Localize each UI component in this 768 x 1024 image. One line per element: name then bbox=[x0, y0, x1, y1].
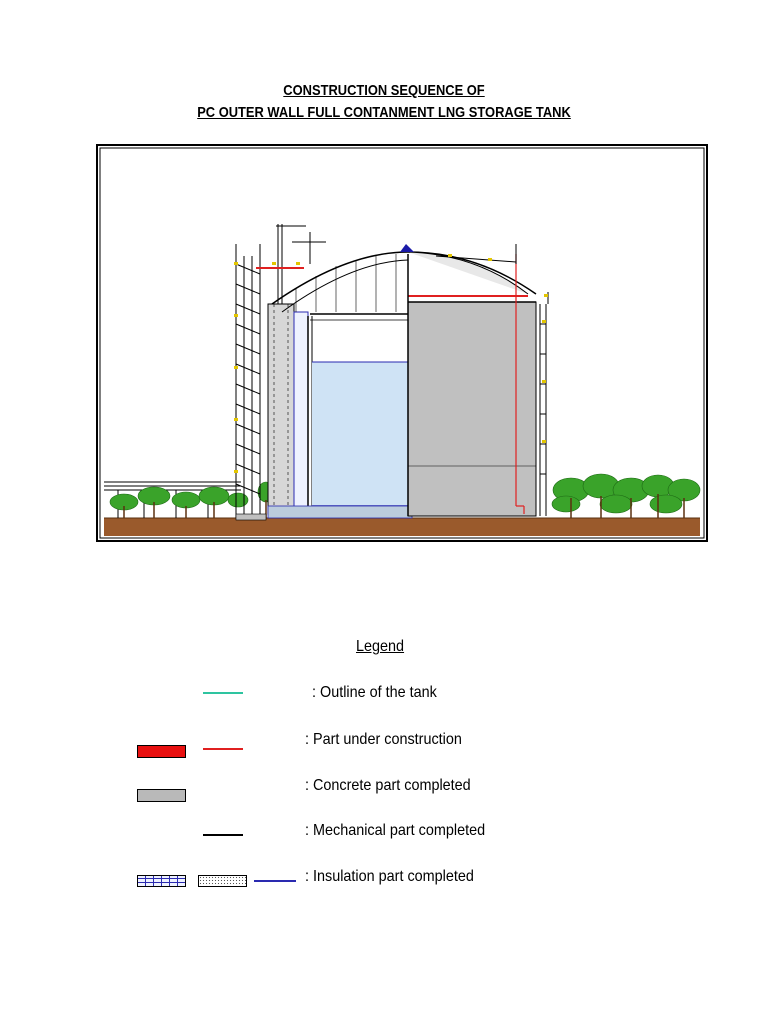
legend-item-concrete: : Concrete part completed bbox=[305, 777, 471, 794]
ground bbox=[104, 518, 700, 536]
bottom-slab bbox=[267, 505, 413, 519]
under-construction-line-swatch bbox=[203, 748, 243, 750]
legend-heading: Legend bbox=[356, 638, 405, 655]
legend-item-mechanical: : Mechanical part completed bbox=[305, 822, 486, 839]
legend-item-under-construction: : Part under construction bbox=[305, 731, 462, 748]
lng-liquid bbox=[312, 362, 408, 506]
outer-wall-left bbox=[267, 303, 295, 515]
dome-roof bbox=[271, 251, 537, 305]
title-line-1: CONSTRUCTION SEQUENCE OF bbox=[283, 82, 485, 99]
outline-line-swatch bbox=[203, 692, 243, 694]
outer-wall-right bbox=[407, 301, 537, 517]
scaffold-tower bbox=[235, 244, 261, 518]
insulation-brick-swatch bbox=[137, 875, 186, 887]
trees-right bbox=[551, 473, 701, 514]
legend-item-outline: : Outline of the tank bbox=[312, 684, 437, 701]
concrete-fill-swatch bbox=[137, 789, 186, 802]
mechanical-line-swatch bbox=[203, 834, 243, 836]
insulation-line-swatch bbox=[254, 880, 296, 882]
under-construction-fill-swatch bbox=[137, 745, 186, 758]
insulation-left bbox=[293, 311, 309, 513]
insulation-dot-swatch bbox=[198, 875, 247, 887]
title-line-2: PC OUTER WALL FULL CONTANMENT LNG STORAG… bbox=[197, 104, 571, 121]
tank-cross-section-drawing bbox=[96, 144, 708, 542]
legend-item-insulation: : Insulation part completed bbox=[305, 868, 474, 885]
